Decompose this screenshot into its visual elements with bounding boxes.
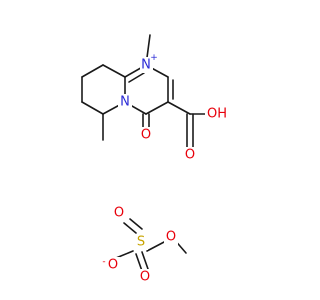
- atom-o-keto: O: [139, 127, 153, 143]
- atom-oh-acid: OH: [205, 106, 229, 122]
- structure-diagram: N + N O O OH O S O - O O: [81, 34, 229, 285]
- atom-o-sulfate-top: O: [112, 205, 126, 221]
- atom-o-sulfate-ester: O: [164, 229, 178, 245]
- bond: [128, 72, 145, 83]
- atom-symbol: O: [114, 206, 124, 221]
- bond: [145, 101, 169, 115]
- atom-symbol: O: [140, 270, 150, 285]
- atom-symbol: O: [141, 128, 151, 143]
- charge-sign: -: [102, 257, 105, 267]
- bond: [129, 218, 143, 230]
- atom-symbol: S: [137, 235, 145, 250]
- bond: [135, 253, 143, 272]
- atom-symbol: N: [120, 95, 130, 110]
- atom-s-sulfate: S: [134, 234, 148, 250]
- atom-symbol: N: [141, 58, 151, 73]
- atom-o-carbonyl: O: [183, 147, 197, 163]
- bond: [115, 250, 134, 259]
- bond: [141, 251, 149, 270]
- bond: [167, 101, 191, 115]
- atom-o-sulfate-anion: O -: [102, 257, 120, 273]
- atom-n-bridge: N: [118, 94, 132, 110]
- atom-n-cation: N +: [140, 53, 158, 73]
- bond: [123, 222, 137, 234]
- atom-o-sulfate-bottom: O: [138, 269, 152, 285]
- bond: [146, 240, 167, 252]
- atom-symbol: O: [108, 258, 118, 273]
- atom-symbol: O: [166, 230, 176, 245]
- bond: [81, 101, 104, 115]
- atom-symbol: OH: [207, 107, 227, 122]
- bond: [81, 64, 104, 78]
- charge-sign: +: [150, 53, 158, 63]
- atom-symbol: O: [185, 148, 195, 163]
- bond: [102, 64, 126, 78]
